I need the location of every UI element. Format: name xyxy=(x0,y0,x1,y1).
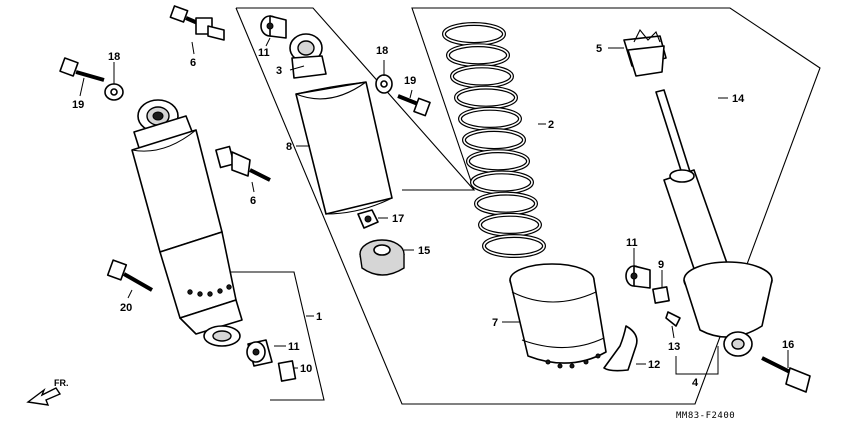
nut-17 xyxy=(357,209,379,229)
stud-6-mid xyxy=(215,145,271,182)
callout-4: 4 xyxy=(692,377,699,389)
spring-coil-highlight xyxy=(451,65,513,88)
spring-coil-highlight xyxy=(459,108,521,130)
spring-coil-highlight xyxy=(483,235,545,257)
callout-11-right: 11 xyxy=(626,237,638,249)
bushing-11-top xyxy=(260,15,287,39)
spring-coil-highlight xyxy=(467,150,529,172)
reservoir-body xyxy=(131,129,223,253)
callout-8: 8 xyxy=(286,141,292,153)
bushing-11-right xyxy=(625,265,651,289)
washer-18-left xyxy=(104,83,124,101)
bump-rubber-15 xyxy=(359,239,405,276)
callout-12: 12 xyxy=(648,359,660,371)
callout-13: 13 xyxy=(668,341,680,353)
leader-lines xyxy=(79,37,789,375)
callout-20: 20 xyxy=(120,302,132,314)
callout-16: 16 xyxy=(782,339,794,351)
callout-5: 5 xyxy=(596,43,602,55)
stud-6-top xyxy=(169,5,225,41)
collar-9 xyxy=(652,286,670,304)
callout-14: 14 xyxy=(732,93,745,105)
callout-6-mid: 6 xyxy=(250,195,256,207)
callout-7: 7 xyxy=(492,317,498,329)
figure-code: MM83-F2400 xyxy=(676,411,735,421)
bushing-11-lower xyxy=(246,339,273,367)
callout-19-mid: 19 xyxy=(404,75,416,87)
shock-absorber-assembly xyxy=(131,99,243,347)
spring-cover-8 xyxy=(295,81,393,215)
callouts: 6 18 19 6 20 1 11 10 11 3 8 18 19 17 15 … xyxy=(72,43,794,389)
frame-bracket-1 xyxy=(222,271,325,401)
bolt-20 xyxy=(106,259,153,292)
callout-19-left: 19 xyxy=(72,99,84,111)
bolt-19-left xyxy=(59,57,105,82)
callout-10: 10 xyxy=(300,363,312,375)
spring-coil-highlight xyxy=(447,44,509,67)
spring-coil-highlight xyxy=(455,86,517,109)
spring-coil-highlight xyxy=(443,23,505,45)
seal-13 xyxy=(665,311,681,327)
frame-main-group xyxy=(235,7,821,405)
callout-17: 17 xyxy=(392,213,404,225)
frame-lines xyxy=(222,7,821,405)
damper-body xyxy=(683,261,773,357)
bolt-19-mid xyxy=(397,94,431,117)
callout-11-top: 11 xyxy=(258,47,270,59)
spring-coil-highlight xyxy=(475,192,537,215)
callout-3: 3 xyxy=(276,65,282,77)
lock-nut-5 xyxy=(623,28,667,77)
callout-6-top: 6 xyxy=(190,57,196,69)
callout-1: 1 xyxy=(316,311,322,323)
callout-18-left: 18 xyxy=(108,51,120,63)
spring-2 xyxy=(442,22,546,258)
front-arrow-icon xyxy=(26,387,62,406)
upper-mount-3 xyxy=(289,33,327,79)
callout-9: 9 xyxy=(658,259,664,271)
guide-12 xyxy=(603,325,638,372)
frame-upper-shock-group xyxy=(236,7,476,191)
callout-11-lower: 11 xyxy=(288,341,300,353)
pin-16 xyxy=(761,356,811,393)
front-label: FR. xyxy=(54,378,69,388)
lower-cover-7 xyxy=(509,263,607,369)
spring-coil-highlight xyxy=(471,171,533,194)
callout-15: 15 xyxy=(418,245,430,257)
callout-2: 2 xyxy=(548,119,554,131)
callout-18-mid: 18 xyxy=(376,45,388,57)
washer-18-mid xyxy=(375,74,393,94)
front-direction-indicator: FR. xyxy=(26,378,69,406)
collar-10 xyxy=(277,360,297,382)
spring-coil-highlight xyxy=(479,214,541,236)
spring-coil-highlight xyxy=(463,129,525,151)
